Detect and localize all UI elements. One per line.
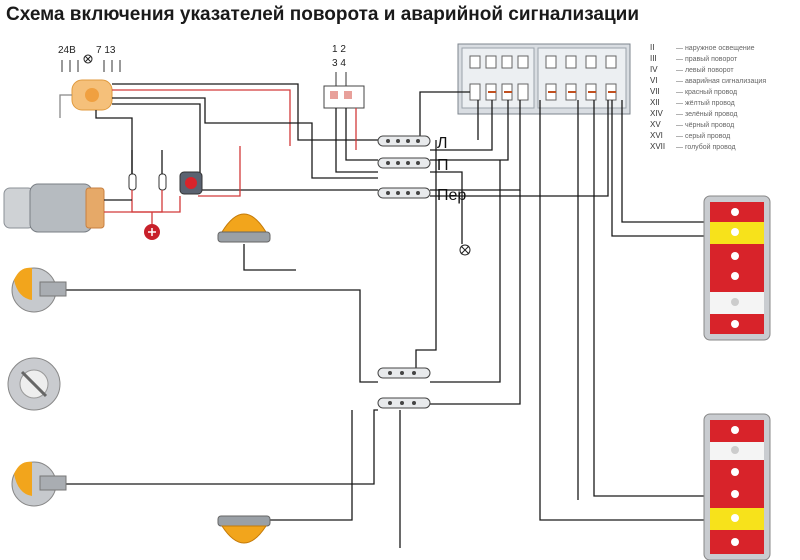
legend-text: — голубой провод bbox=[676, 143, 736, 151]
lever-switch: Л П Пер bbox=[377, 135, 471, 256]
relay-pins-top: 1 2 bbox=[332, 44, 346, 55]
wire-legend: II — наружное освещение III — правый пов… bbox=[650, 43, 766, 151]
connector-block bbox=[457, 43, 631, 115]
legend-code: III bbox=[650, 54, 657, 63]
legend-code: IV bbox=[650, 65, 658, 74]
legend-text: — аварийная сигнализация bbox=[676, 77, 766, 85]
legend-code: VII bbox=[650, 87, 660, 96]
hazard-pin-label: 24В bbox=[58, 45, 76, 56]
legend-text: — жёлтый провод bbox=[676, 99, 735, 107]
junction-connectors bbox=[377, 367, 431, 409]
legend-code: XVI bbox=[650, 131, 663, 140]
legend-text: — красный провод bbox=[676, 88, 737, 96]
legend-code: XIV bbox=[650, 109, 664, 118]
front-lamp-top bbox=[11, 267, 67, 313]
diagram-title: Схема включения указателей поворота и ав… bbox=[6, 4, 639, 25]
indicator-lamp-icon bbox=[83, 54, 93, 64]
front-lamp-bottom bbox=[11, 461, 67, 507]
relay-pins-bottom: 3 4 bbox=[332, 58, 346, 69]
ignition-switch bbox=[3, 183, 181, 233]
side-repeater-top bbox=[217, 213, 271, 243]
legend-text: — чёрный провод bbox=[676, 121, 734, 129]
switch-label-trailer: Пер bbox=[437, 187, 466, 204]
legend-text: — наружное освещение bbox=[676, 45, 755, 52]
rear-lamp-bottom bbox=[703, 413, 771, 560]
legend-text: — левый поворот bbox=[676, 66, 734, 74]
headlamp-middle bbox=[7, 357, 61, 411]
turn-relay: 1 2 3 4 bbox=[323, 44, 365, 109]
switch-label-right: П bbox=[437, 157, 449, 174]
legend-code: XVII bbox=[650, 142, 665, 151]
hazard-switch: 24В 7 13 bbox=[58, 45, 121, 111]
legend-text: — серый провод bbox=[676, 132, 730, 140]
switch-label-left: Л bbox=[437, 135, 448, 152]
rear-lamp-top bbox=[703, 195, 771, 341]
legend-code: XII bbox=[650, 98, 660, 107]
flasher-unit bbox=[179, 171, 203, 195]
ignition-body bbox=[29, 183, 93, 233]
side-repeater-bottom bbox=[217, 515, 271, 544]
legend-code: XV bbox=[650, 120, 661, 129]
fuses bbox=[128, 150, 167, 240]
legend-text: — зелёный провод bbox=[676, 110, 738, 118]
legend-text: — правый поворот bbox=[676, 55, 738, 63]
wires bbox=[59, 83, 708, 548]
legend-code: VI bbox=[650, 76, 658, 85]
hazard-pin-label-2: 7 13 bbox=[96, 45, 116, 56]
legend-code: II bbox=[650, 43, 654, 52]
